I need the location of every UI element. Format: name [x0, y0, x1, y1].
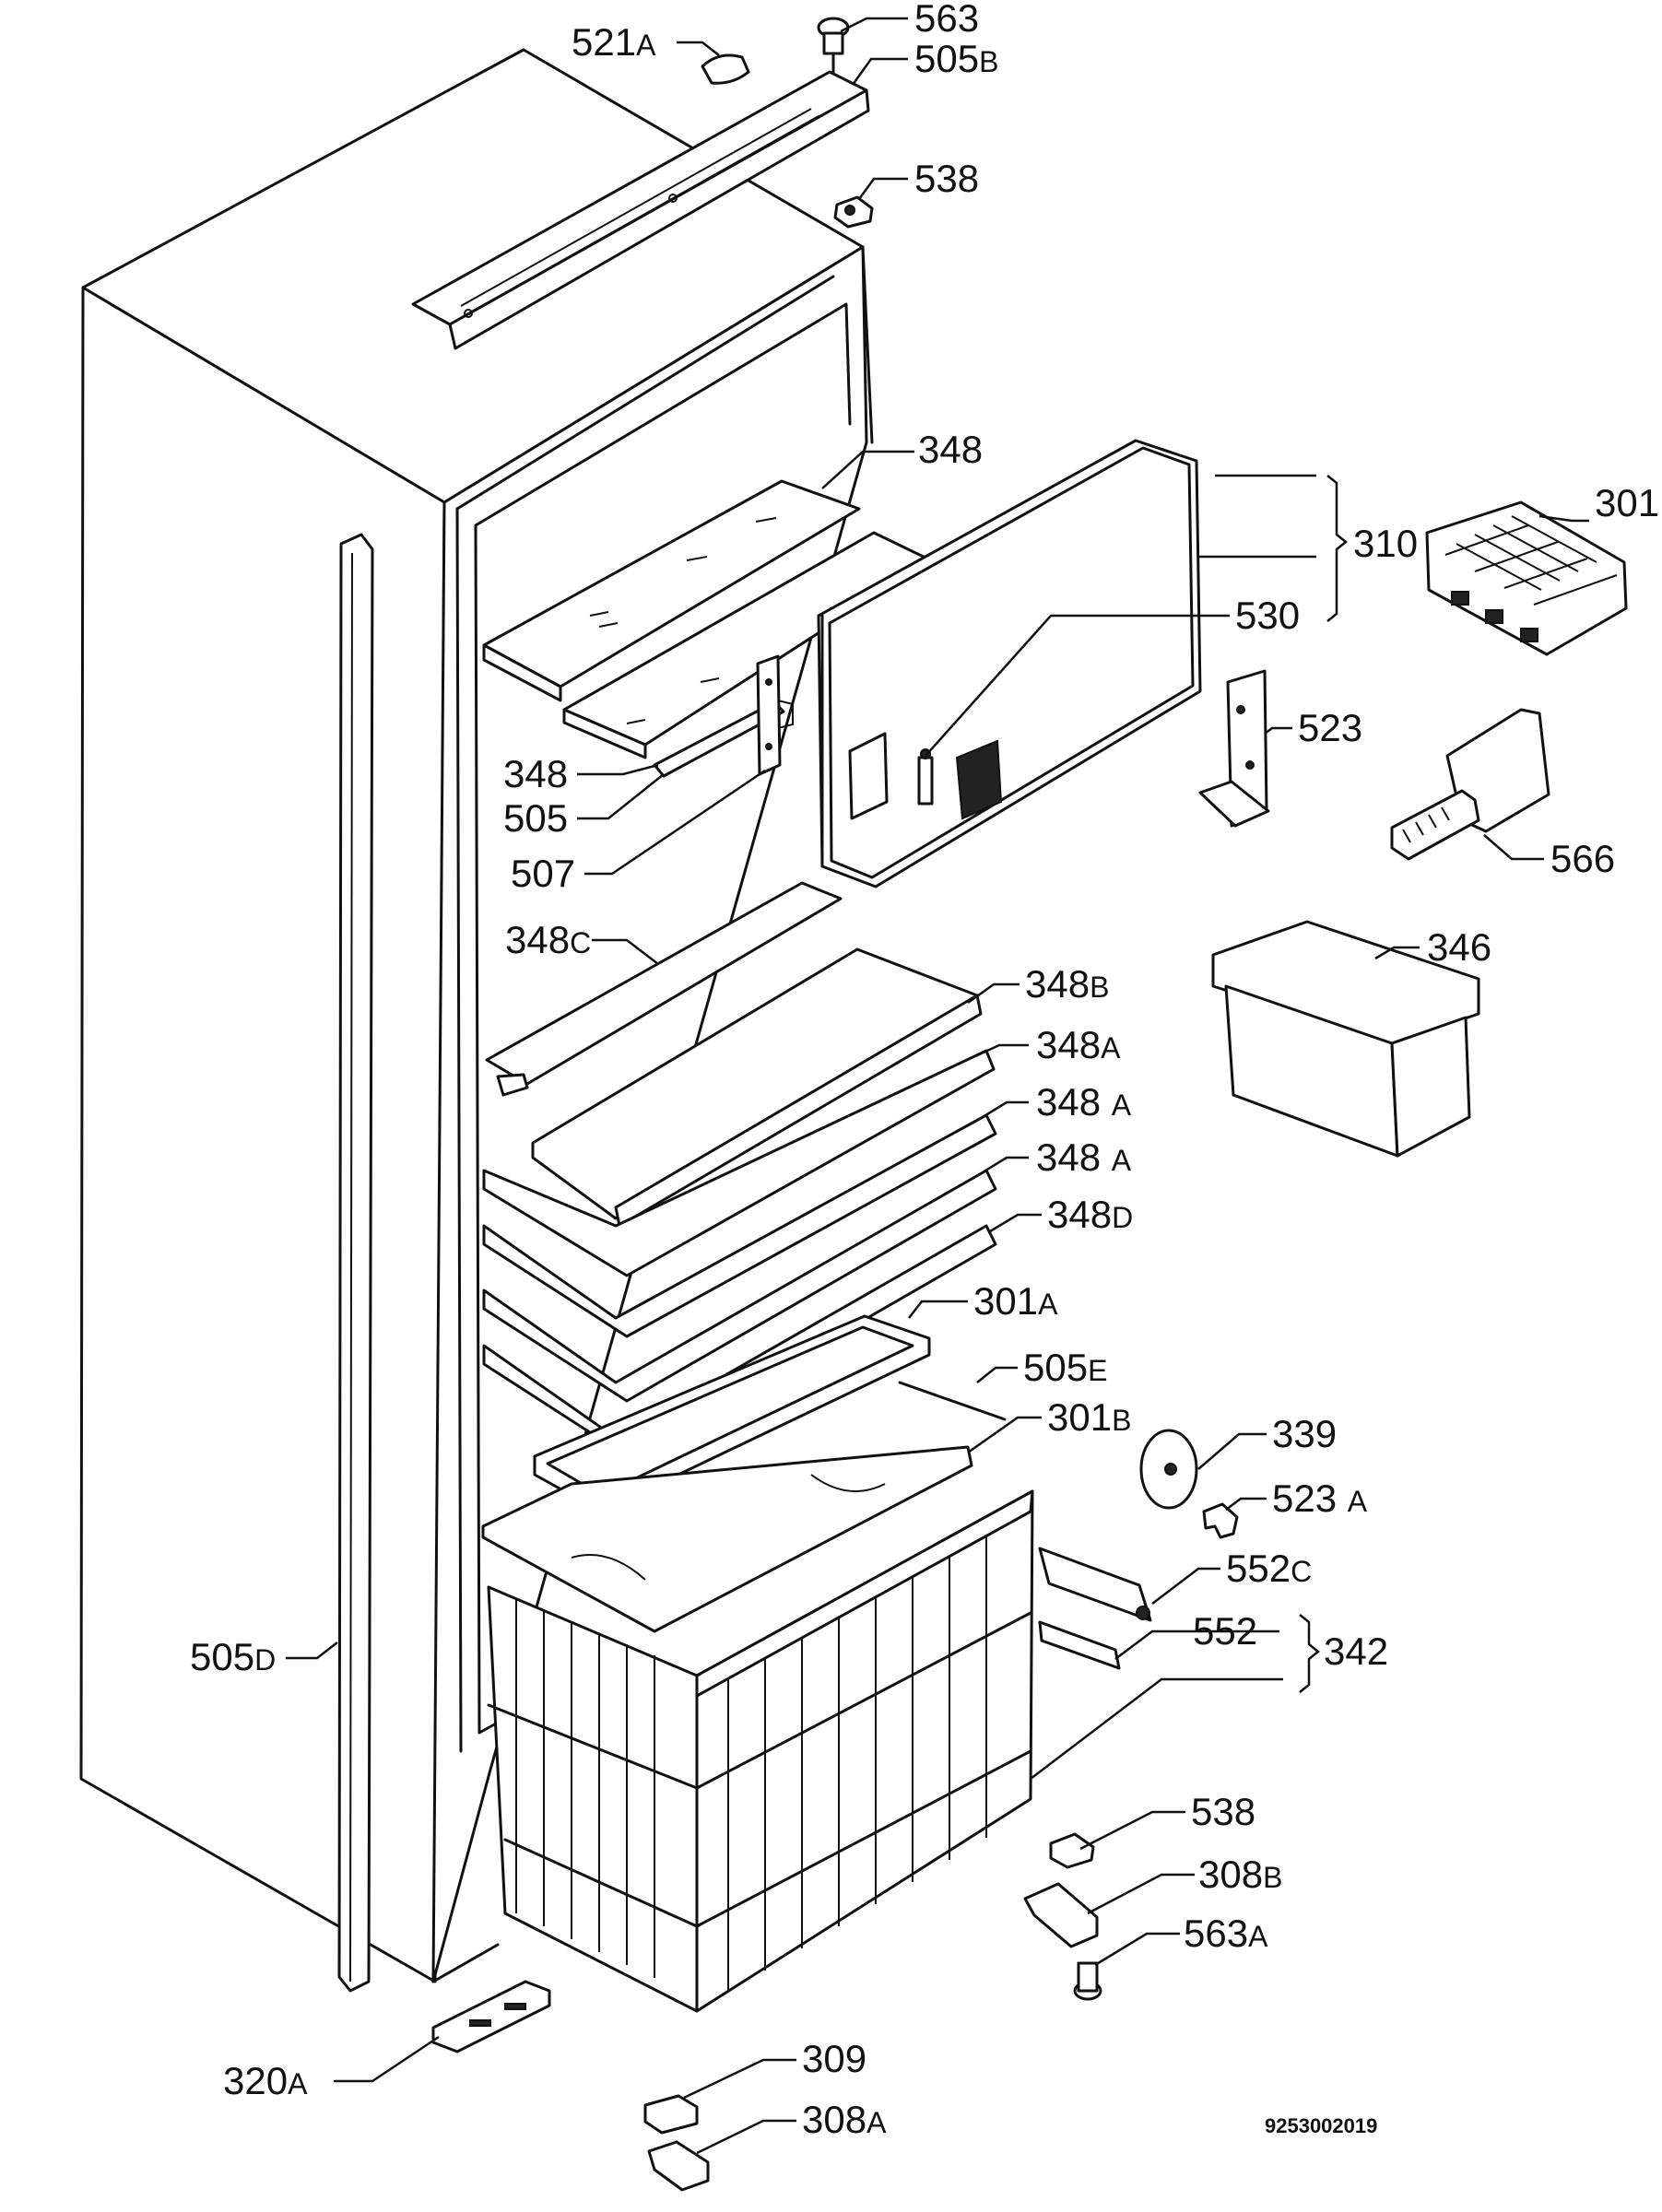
label-342: 342	[1324, 1630, 1388, 1673]
label-348-lower: 348	[503, 752, 568, 795]
label-310: 310	[1353, 522, 1418, 565]
label-523a: 523 A	[1272, 1477, 1368, 1520]
label-301a: 301A	[973, 1279, 1058, 1323]
part-309	[643, 2094, 699, 2135]
document-code: 9253002019	[1265, 2114, 1377, 2137]
label-505: 505	[503, 796, 568, 840]
bracket-507	[756, 654, 794, 776]
label-505d: 505D	[190, 1635, 276, 1678]
label-505b: 505B	[914, 37, 998, 80]
storage-box-346	[1211, 920, 1480, 1158]
shelf-348a-2	[482, 1113, 997, 1338]
screw-563	[817, 17, 850, 76]
label-308b: 308B	[1198, 1853, 1282, 1896]
label-320a: 320A	[223, 2059, 308, 2102]
label-308a: 308A	[802, 2098, 887, 2141]
label-348a-3: 348 A	[1036, 1135, 1132, 1179]
clip-523a	[1202, 1502, 1239, 1539]
label-507: 507	[511, 852, 575, 895]
label-566: 566	[1550, 837, 1615, 880]
label-530: 530	[1235, 594, 1300, 637]
label-563a: 563A	[1184, 1912, 1268, 1955]
label-348b: 348B	[1025, 962, 1109, 1006]
leader-lines	[286, 17, 1589, 2155]
ice-tray-301	[1425, 500, 1628, 656]
rail-505	[653, 700, 785, 778]
hinge-538-bottom	[1049, 1832, 1095, 1869]
label-348a-1: 348A	[1036, 1023, 1121, 1066]
label-552c: 552C	[1226, 1547, 1312, 1590]
cap-521a	[701, 53, 750, 85]
rail-552	[1038, 1620, 1121, 1670]
label-521a: 521A	[572, 20, 656, 64]
label-505e: 505E	[1023, 1346, 1107, 1389]
shelf-348c	[485, 881, 843, 1097]
glass-shelf-348-upper	[482, 479, 861, 702]
label-523: 523	[1298, 706, 1362, 749]
basket-342	[487, 1489, 1034, 2013]
label-538-top: 538	[914, 157, 979, 200]
label-538-bottom: 538	[1191, 1790, 1255, 1833]
ice-scraper-566	[1390, 708, 1550, 861]
label-552: 552	[1193, 1609, 1257, 1653]
disc-339	[1139, 1429, 1198, 1510]
bracket-308b	[1023, 1882, 1099, 1948]
hinge-538-top	[833, 195, 874, 229]
screw-563a	[1073, 1961, 1102, 2001]
bracket-320a	[431, 1980, 551, 2053]
part-labels: 521A 563 505B 538 348 310 301 530 523 34…	[190, 0, 1659, 2141]
label-348d: 348D	[1047, 1193, 1133, 1236]
label-301b: 301B	[1047, 1395, 1131, 1439]
label-563: 563	[914, 0, 979, 40]
shelf-348a-3	[482, 1169, 997, 1403]
glass-shelf-348-middle	[562, 531, 933, 759]
bracket-523	[1198, 669, 1270, 828]
label-346: 346	[1427, 925, 1491, 969]
shelf-348b	[531, 947, 983, 1228]
shelf-348a-1	[482, 1049, 996, 1277]
label-348a-2: 348 A	[1036, 1080, 1132, 1124]
label-309: 309	[802, 2037, 866, 2080]
rod-505e	[898, 1381, 1007, 1421]
rail-552c	[1038, 1547, 1152, 1622]
label-339: 339	[1272, 1412, 1337, 1455]
top-rail-505b	[411, 70, 870, 350]
tray-301b	[481, 1445, 973, 1633]
label-301: 301	[1595, 481, 1659, 524]
bracket-308a	[647, 2140, 710, 2192]
label-348-top: 348	[918, 428, 983, 471]
label-348c: 348C	[505, 918, 591, 961]
